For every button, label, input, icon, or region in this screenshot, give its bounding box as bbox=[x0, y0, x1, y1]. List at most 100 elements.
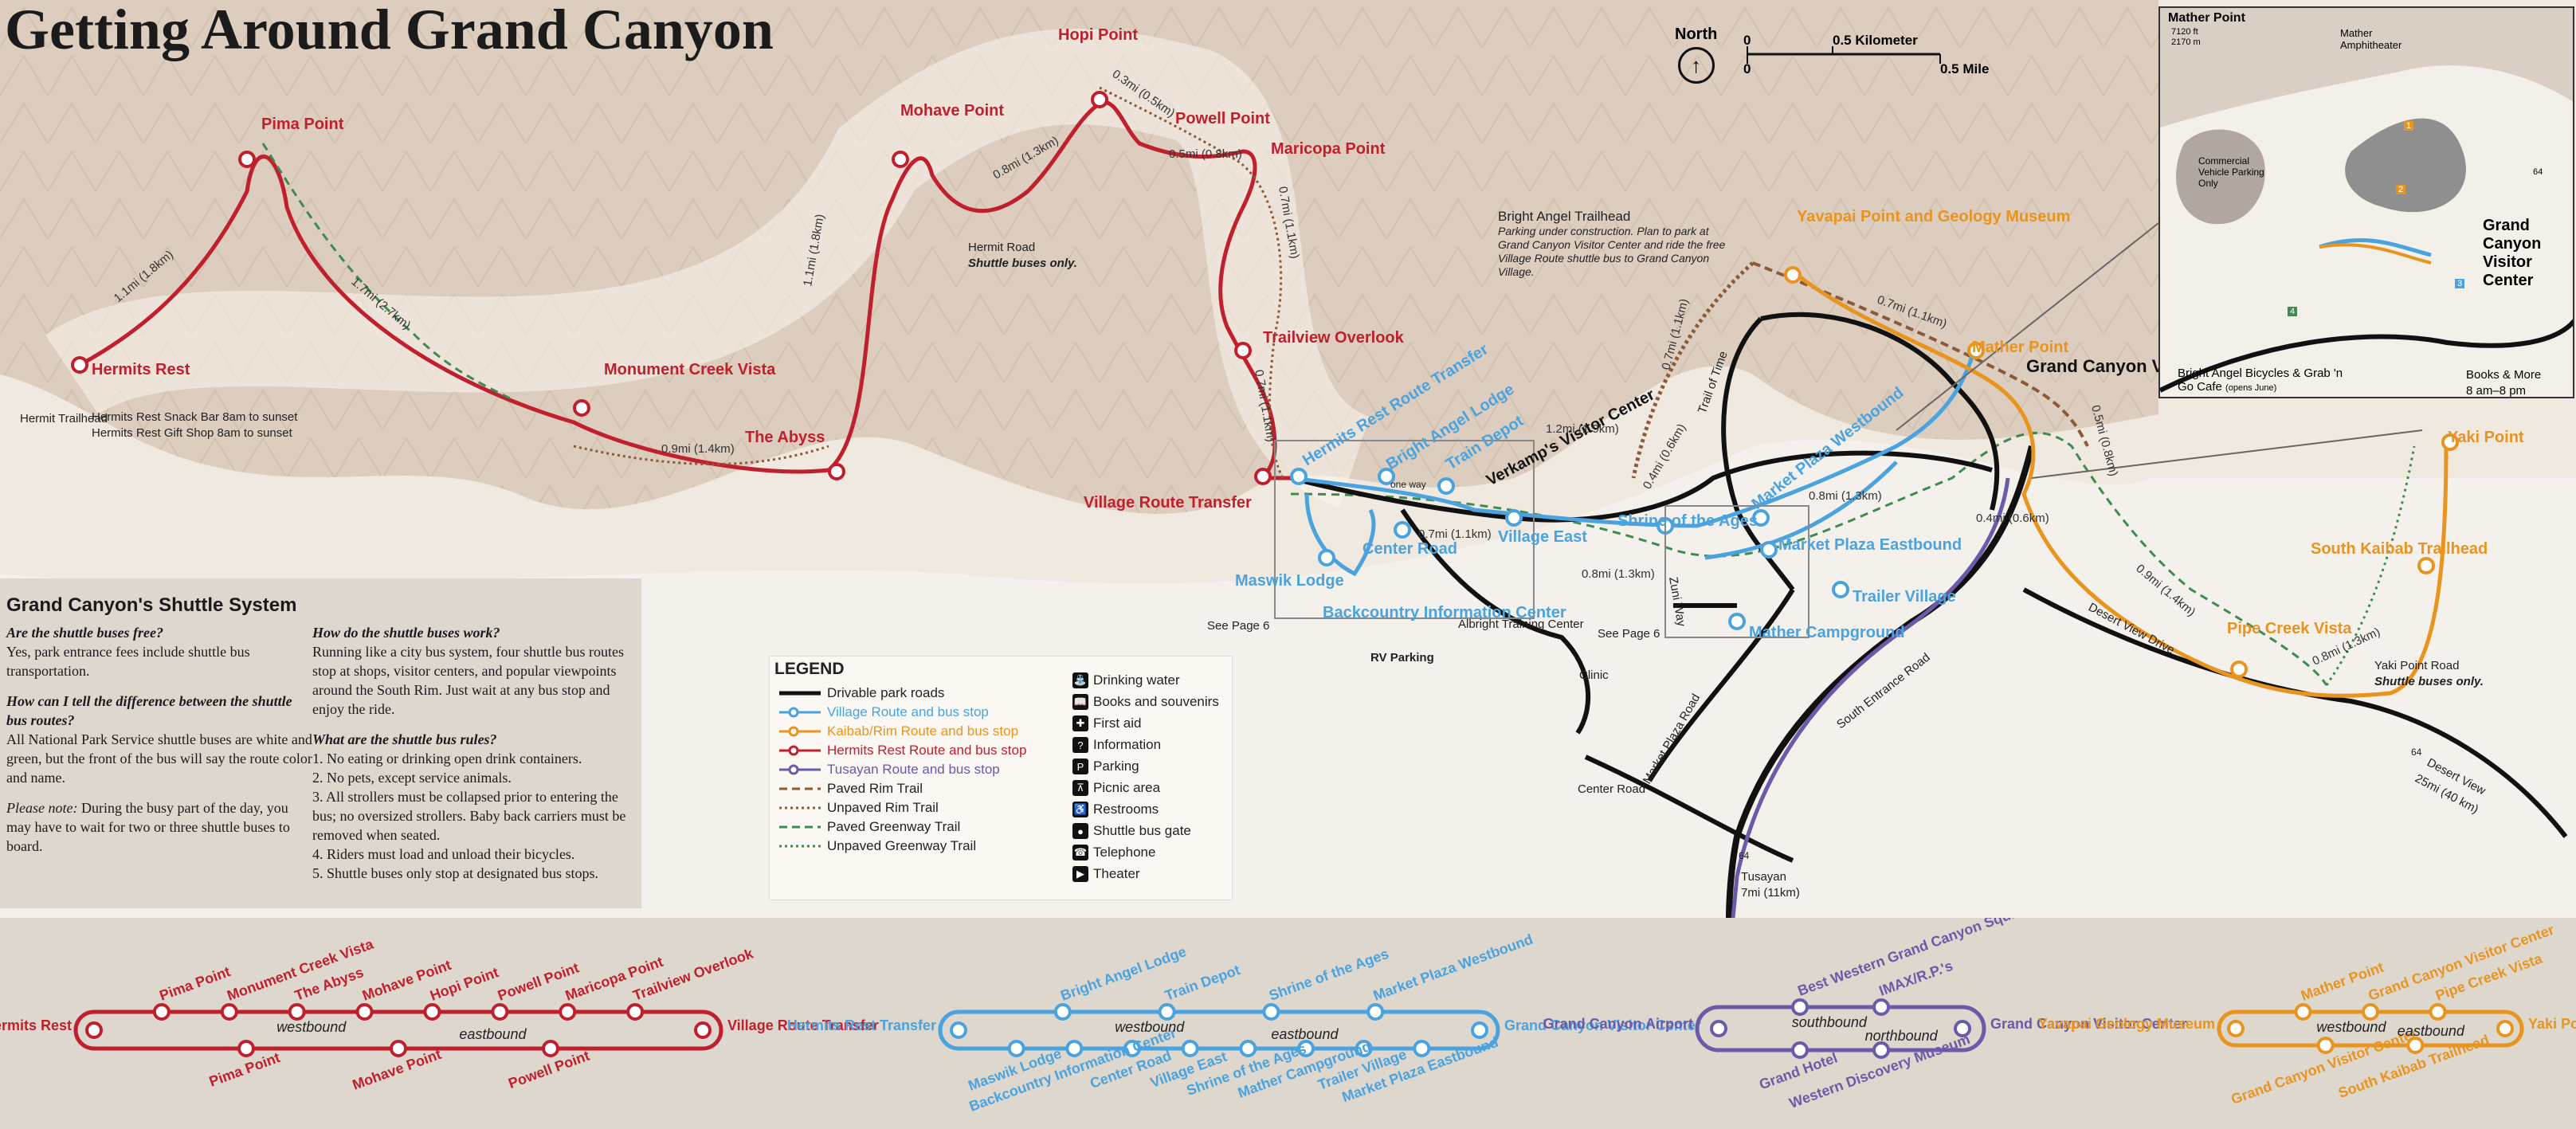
info-note: During the busy part of the day, you may… bbox=[6, 800, 290, 854]
north-compass: North ↑ bbox=[1675, 25, 1717, 84]
label-mather-point: Mather Point bbox=[1972, 339, 2068, 356]
info-rule: 5. Shuttle buses only stop at designated… bbox=[312, 865, 598, 881]
bus-stop-marker bbox=[2406, 1037, 2425, 1054]
bus-stop-marker bbox=[2227, 1020, 2245, 1037]
route-diagram bbox=[73, 1003, 723, 1057]
label-see-page-6a: See Page 6 bbox=[1207, 619, 1269, 633]
label-see-page-6b: See Page 6 bbox=[1598, 627, 1660, 641]
label-village-route-transfer: Village Route Transfer bbox=[1084, 494, 1252, 512]
restrooms-icon: ♿ bbox=[1072, 802, 1088, 817]
route-end-end: Village Route Transfer bbox=[727, 1017, 879, 1033]
distance-10: 0.7mi (1.1km) bbox=[1418, 527, 1492, 541]
inset-lot-3: 3 bbox=[2455, 279, 2465, 288]
legend-symbol-label: Books and souvenirs bbox=[1093, 694, 1219, 709]
route-direction-label: eastbound bbox=[459, 1026, 527, 1042]
bus-stop-marker bbox=[1366, 1003, 1385, 1021]
bus-stop-marker bbox=[423, 1003, 441, 1021]
label-pipe-creek: Pipe Creek Vista bbox=[2227, 620, 2352, 637]
legend-symbol-label: Telephone bbox=[1093, 845, 1156, 860]
bus-stop-marker bbox=[1355, 1040, 1373, 1057]
legend-line-row: Kaibab/Rim Route and bus stop bbox=[778, 723, 1018, 739]
route-diagram bbox=[938, 1003, 1500, 1057]
label-shuttle-only: Shuttle buses only. bbox=[968, 257, 1077, 270]
telephone-icon: ☎ bbox=[1072, 845, 1088, 860]
label-village-east: Village East bbox=[1498, 528, 1587, 546]
scale-bar: 0 0 0.5 Kilometer 0.5 Mile bbox=[1743, 33, 1989, 76]
legend-line-swatch bbox=[779, 707, 821, 718]
legend-symbol-label: Theater bbox=[1093, 866, 1140, 881]
bus-stop-marker bbox=[1791, 998, 1809, 1016]
route-end-start: Hermits Rest bbox=[0, 1017, 72, 1033]
label-trailer-village: Trailer Village bbox=[1853, 588, 1956, 606]
legend-line-swatch bbox=[779, 691, 821, 696]
legend-symbol-row: 📖Books and souvenirs bbox=[1072, 694, 1219, 710]
label-gift-shop: Hermits Rest Gift Shop 8am to sunset bbox=[92, 426, 293, 440]
inset-books: Books & More bbox=[2466, 368, 2542, 382]
label-monument-creek: Monument Creek Vista bbox=[604, 361, 776, 378]
inset-elev-m: 2170 m bbox=[2171, 37, 2201, 47]
bus-stop-marker bbox=[950, 1021, 967, 1039]
legend-line-row: Paved Greenway Trail bbox=[778, 819, 960, 835]
information-icon: ? bbox=[1072, 737, 1088, 753]
bus-stop-marker bbox=[1181, 1040, 1199, 1057]
bus-stop-marker bbox=[1123, 1040, 1141, 1057]
distance-11: 1.2mi (1.9km) bbox=[1546, 422, 1619, 436]
label-hermit-trailhead: Hermit Trailhead bbox=[20, 412, 108, 425]
bus-stop-marker bbox=[390, 1040, 407, 1057]
legend-symbol-label: Parking bbox=[1093, 759, 1139, 774]
bus-stop-marker bbox=[1262, 1003, 1280, 1021]
legend-line-swatch bbox=[779, 787, 821, 790]
inset-route-64: 64 bbox=[2533, 167, 2543, 177]
label-clinic: Clinic bbox=[1579, 668, 1609, 682]
shuttle-info-heading: Grand Canyon's Shuttle System bbox=[6, 594, 297, 616]
info-a1: Yes, park entrance fees include shuttle … bbox=[6, 644, 250, 679]
legend-symbol-row: ▶Theater bbox=[1072, 866, 1140, 882]
legend-line-row: Unpaved Rim Trail bbox=[778, 800, 939, 816]
inset-callout-line bbox=[1896, 222, 2159, 431]
route-direction-label: eastbound bbox=[2398, 1023, 2465, 1039]
route-direction-label: southbound bbox=[1792, 1014, 1868, 1030]
label-mather-campground: Mather Campground bbox=[1749, 624, 1905, 641]
page-title: Getting Around Grand Canyon bbox=[5, 0, 774, 61]
village-route bbox=[1290, 342, 1978, 577]
legend-symbol-label: Information bbox=[1093, 737, 1162, 752]
bus-stop-marker bbox=[2316, 1037, 2335, 1054]
legend-line-row: Hermits Rest Route and bus stop bbox=[778, 743, 1026, 759]
shuttle-gate-icon: ● bbox=[1072, 823, 1088, 839]
label-yavapai: Yavapai Point and Geology Museum bbox=[1797, 208, 2070, 225]
legend-line-label: Drivable park roads bbox=[827, 685, 945, 700]
legend-line-label: Village Route and bus stop bbox=[827, 704, 989, 719]
park-roads bbox=[1290, 312, 2568, 863]
info-rule: 1. No eating or drinking open drink cont… bbox=[312, 751, 582, 766]
route-loop bbox=[73, 1009, 723, 1051]
info-q2: How can I tell the difference between th… bbox=[6, 693, 292, 728]
label-south-kaibab: South Kaibab Trailhead bbox=[2311, 540, 2488, 558]
route-end-end: Grand Canyon Visitor Center bbox=[1504, 1017, 1701, 1033]
info-a3: Running like a city bus system, four shu… bbox=[312, 644, 624, 717]
svg-text:0.5 Kilometer: 0.5 Kilometer bbox=[1833, 33, 1918, 48]
yaki-callout-line bbox=[2031, 429, 2423, 479]
inset-amphitheater: Mather Amphitheater bbox=[2340, 27, 2402, 51]
info-q1: Are the shuttle buses free? bbox=[6, 625, 164, 641]
distance-15: 0.8mi (1.3km) bbox=[1809, 489, 1882, 503]
label-yaki-shuttle: Shuttle buses only. bbox=[2374, 675, 2484, 688]
bus-stop-marker bbox=[85, 1021, 103, 1039]
label-maswik-lodge: Maswik Lodge bbox=[1235, 572, 1344, 590]
north-label: North bbox=[1675, 25, 1718, 43]
route-end-start: Grand Canyon Airport bbox=[1543, 1016, 1693, 1032]
legend-symbol-row: ☎ Telephone bbox=[1072, 845, 1155, 860]
kaibab-route bbox=[1791, 269, 2449, 698]
inset-elev-ft: 7120 ft bbox=[2171, 27, 2198, 37]
parking-icon: P bbox=[1072, 759, 1088, 774]
label-the-abyss: The Abyss bbox=[745, 429, 825, 446]
legend-heading: LEGEND bbox=[774, 660, 845, 678]
bus-stop-marker bbox=[2362, 1003, 2379, 1021]
label-route-64a: 64 bbox=[1739, 850, 1750, 861]
bus-stop-marker bbox=[237, 1040, 255, 1057]
legend-line-row: Drivable park roads bbox=[778, 685, 944, 701]
legend-symbol-row: ? Information bbox=[1072, 737, 1161, 753]
legend-line-label: Kaibab/Rim Route and bus stop bbox=[827, 723, 1019, 739]
distance-3: 0.9mi (1.4km) bbox=[661, 442, 735, 456]
bus-stop-marker bbox=[1297, 1040, 1315, 1057]
